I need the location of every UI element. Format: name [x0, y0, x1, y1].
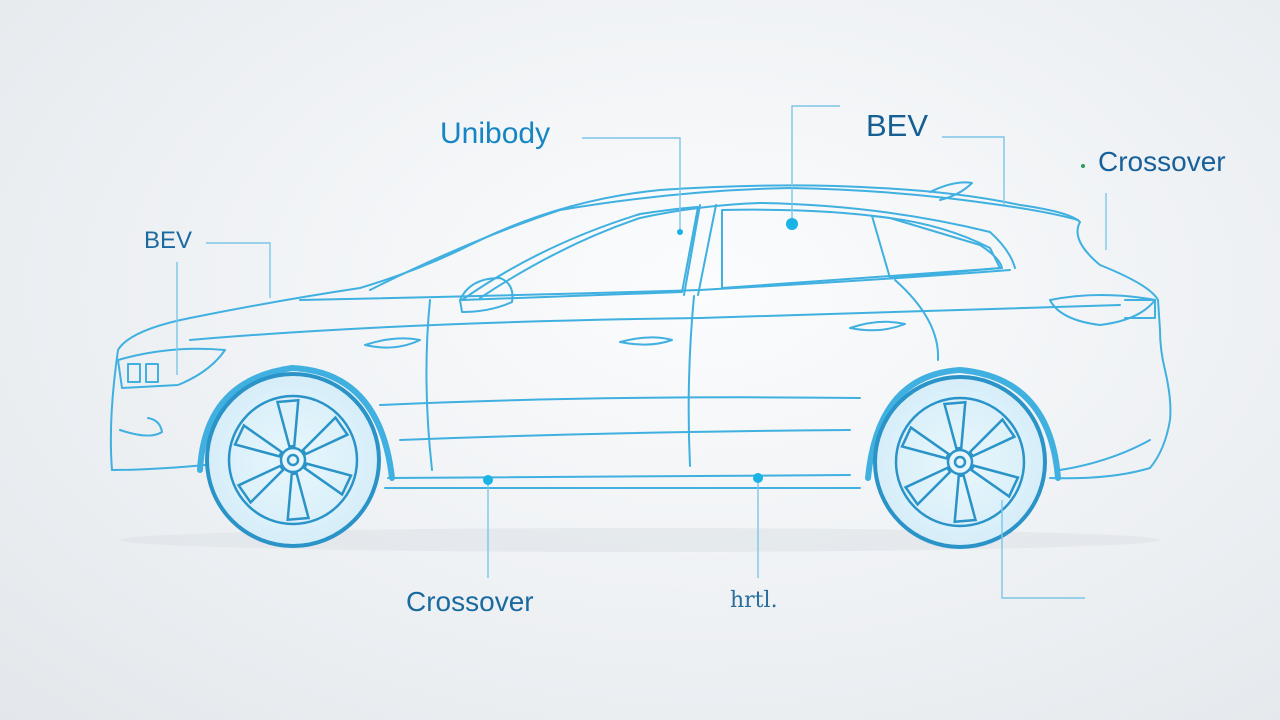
leader-rear	[1001, 500, 1085, 599]
leader-unibody	[582, 137, 681, 232]
front-wheel-spoke	[302, 462, 353, 497]
rear-wheel-spoke	[900, 425, 951, 460]
headlight-cell-2	[145, 363, 159, 383]
roofline	[369, 187, 1079, 291]
leader-bev-top-right	[942, 136, 1005, 205]
rear-handle	[849, 320, 906, 332]
marker-dot-rocker-front	[483, 475, 493, 485]
front-window	[461, 206, 699, 301]
label-garbled-bottom: hrtl.	[730, 588, 778, 613]
b-pillar	[697, 204, 717, 296]
label-crossover-bottom: Crossover	[406, 586, 534, 617]
rear-wheel-arch	[865, 367, 1061, 481]
rear-wheel-spoke	[969, 464, 1020, 499]
front-door	[425, 299, 433, 471]
side-crease-2	[399, 429, 851, 441]
side-crease	[379, 396, 861, 406]
rear-quarter-window	[871, 215, 1001, 279]
label-unibody: Unibody	[440, 117, 551, 150]
label-bev-top: BEV	[866, 108, 929, 143]
rear-lamp	[1124, 299, 1156, 319]
a-pillar	[683, 204, 701, 296]
wheel-spokes	[233, 398, 1020, 524]
belt-line	[299, 269, 1011, 301]
rear-bumper	[1059, 439, 1151, 471]
rear-wheel-spoke	[903, 466, 952, 507]
label-crossover-top-right: Crossover	[1098, 146, 1226, 177]
roof-inner	[479, 202, 1016, 299]
front-wheel-spoke	[233, 423, 284, 458]
marker-dot-small	[677, 229, 683, 235]
label-bev-left: BEV	[144, 227, 193, 254]
marker-dots	[483, 164, 1085, 485]
rocker-line-2	[387, 474, 851, 479]
front-bumper	[111, 464, 206, 471]
rear-window	[721, 208, 1003, 289]
headlight-cell	[127, 363, 141, 383]
leader-bev-left	[206, 242, 271, 298]
car-body	[109, 181, 1172, 489]
rear-wheel-spoke	[942, 400, 967, 450]
front-wheel-spoke	[275, 398, 300, 448]
marker-dot-rocker-rear	[753, 473, 763, 483]
leader-bev-top	[791, 105, 840, 222]
shoulder-line	[189, 304, 1121, 341]
front-wheel-arch	[197, 365, 395, 481]
front-wheel-spoke	[286, 472, 311, 522]
headlight	[117, 347, 226, 389]
marker-dot-roof	[786, 218, 798, 230]
rear-wheel-spoke	[953, 474, 978, 524]
mirror	[459, 277, 514, 313]
front-fender-vent	[364, 337, 421, 349]
rear-wheel-spoke	[968, 417, 1017, 458]
front-wheel-spoke	[301, 415, 350, 456]
rear-door-edge	[894, 279, 940, 361]
rear-door	[687, 295, 695, 467]
ground-shadow	[120, 528, 1160, 552]
body-outline	[109, 184, 1172, 480]
front-handle	[619, 336, 673, 346]
front-wheel-spoke	[236, 464, 285, 505]
leader-lines	[176, 105, 1107, 599]
marker-dot-crossover	[1081, 164, 1085, 168]
taillight	[1049, 294, 1156, 326]
spoiler	[929, 181, 973, 201]
front-intake	[119, 417, 163, 437]
